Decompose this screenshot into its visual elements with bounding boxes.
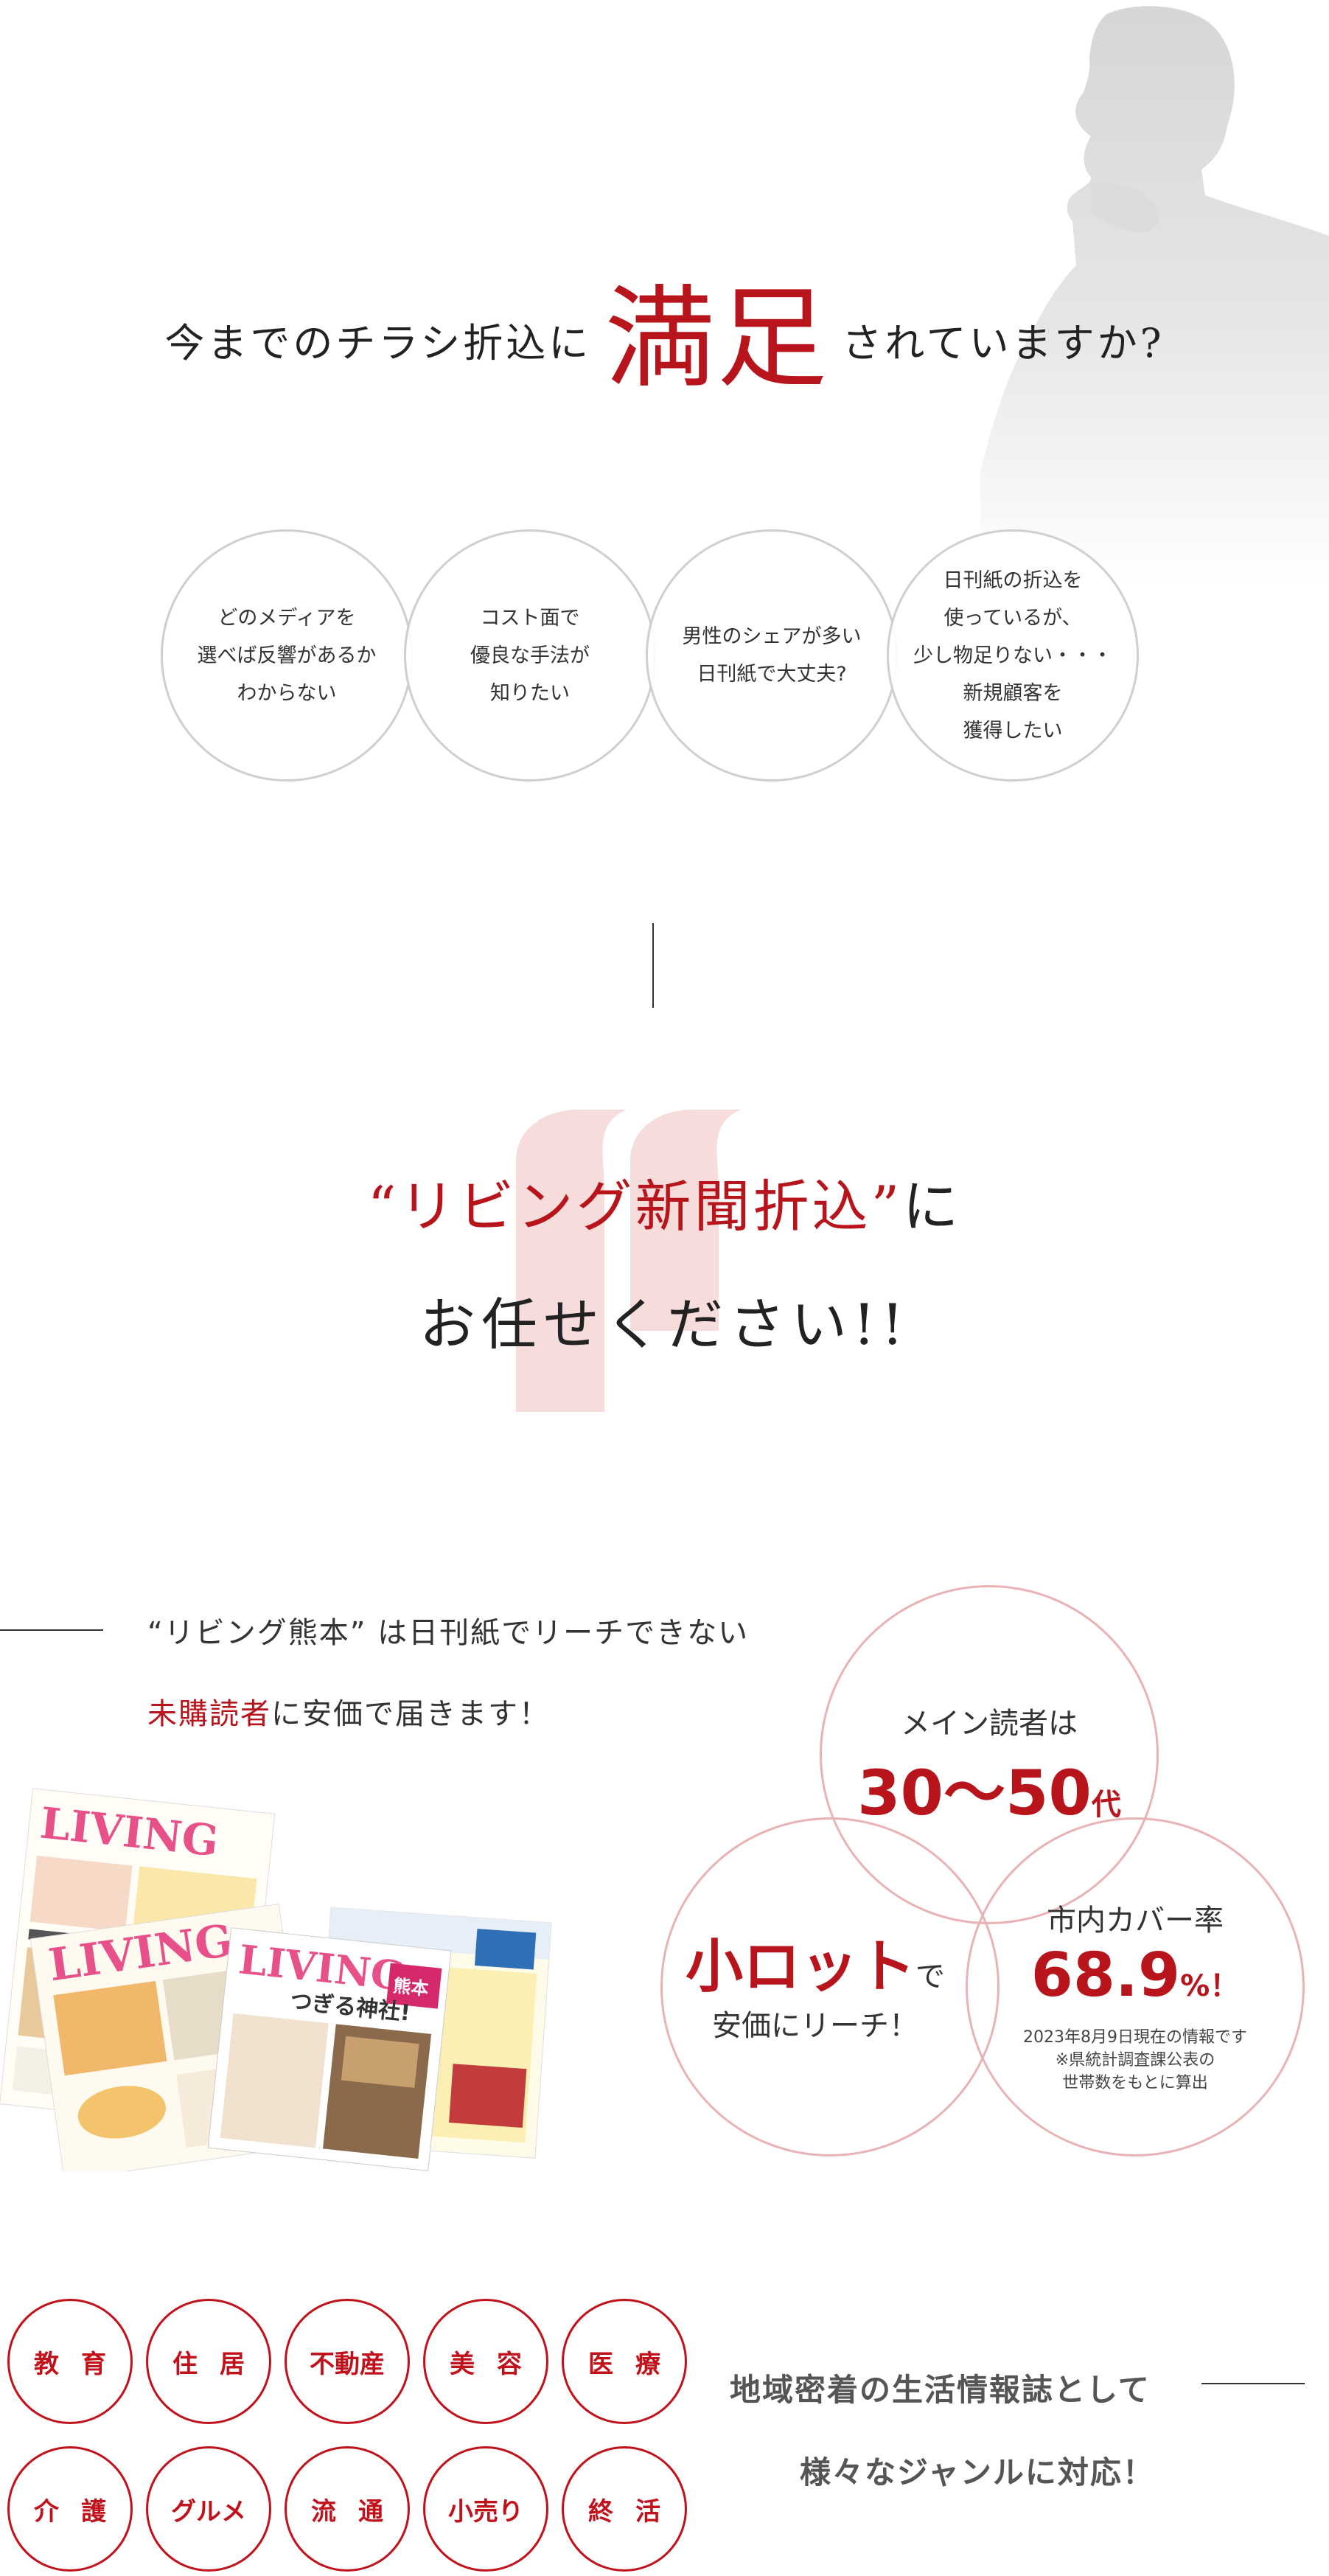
genre-char: 介 <box>34 2496 59 2527</box>
genre-medical: 医療 <box>562 2299 687 2424</box>
genre-char: 育 <box>81 2349 106 2379</box>
leave-line-2: お任せください!! <box>419 1292 910 1357</box>
venn-circle-coverage <box>966 1817 1305 2156</box>
worry-circle-male-share: 男性のシェアが多い 日刊紙で大丈夫? <box>646 529 898 781</box>
genre-education: 教育 <box>7 2299 133 2424</box>
main-reader-unit: 代 <box>1091 1788 1121 1822</box>
quote-mark-decoration <box>516 1110 741 1412</box>
main-reader-value-wrap: 30〜50代 <box>820 1744 1159 1833</box>
question-emphasis: 満足 <box>604 275 829 403</box>
small-lot-suffix: で <box>915 1960 945 1994</box>
magazine-edition: 熊本 <box>392 1975 430 1999</box>
coverage-label-wrap: 市内カバー率 <box>980 1896 1290 1939</box>
genre-char: 医 <box>588 2349 613 2379</box>
genre-beauty: 美容 <box>423 2299 548 2424</box>
question-suffix: されていますか? <box>842 319 1165 366</box>
area-line-1: 地域密着の生活情報誌として <box>730 2372 1151 2408</box>
genre-char: 容 <box>497 2349 522 2379</box>
thinking-man-silhouette <box>980 6 1329 582</box>
right-rule <box>1201 2383 1305 2384</box>
vertical-divider <box>652 923 654 1008</box>
genre-char: グルメ <box>171 2496 246 2527</box>
genre-char: 住 <box>172 2349 198 2379</box>
genre-char: 居 <box>220 2349 245 2379</box>
genre-char: 流 <box>311 2496 336 2527</box>
main-reader-value: 30〜50 <box>857 1757 1092 1829</box>
worry-circle-new-customers: 日刊紙の折込を 使っているが、 少し物足りない・・・ 新規顧客を 獲得したい <box>887 529 1139 781</box>
genre-char: 教 <box>34 2349 59 2379</box>
small-lot-wrap: 小ロットで <box>660 1921 970 2003</box>
coverage-label: 市内カバー率 <box>1047 1904 1224 1938</box>
genre-char: 小売り <box>448 2496 523 2527</box>
genre-char: 活 <box>635 2496 660 2527</box>
genre-char: 終 <box>588 2496 613 2527</box>
worry-text: 男性のシェアが多い 日刊紙で大丈夫? <box>682 625 862 686</box>
worry-circle-cost: コスト面で 優良な手法が 知りたい <box>404 529 656 781</box>
magazine-collage-image: LIVING LIVING LIVING 熊本 つぎる神社! <box>0 1788 552 2171</box>
main-reader-label: メイン読者は <box>901 1707 1078 1741</box>
reach-line-1: “リビング熊本” は日刊紙でリーチできない <box>147 1616 750 1650</box>
coverage-note-2: ※県統計調査課公表の <box>1055 2051 1215 2069</box>
worry-text: 日刊紙の折込を 使っているが、 少し物足りない・・・ 新規顧客を 獲得したい <box>913 568 1112 742</box>
genre-gourmet: グルメ <box>146 2446 271 2572</box>
question-prefix: 今までのチラシ折込に <box>164 319 592 366</box>
coverage-value-wrap: 68.9%！ <box>980 1940 1290 2011</box>
genre-char: 護 <box>81 2496 106 2527</box>
genre-housing: 住居 <box>146 2299 271 2424</box>
coverage-unit: %！ <box>1180 1969 1240 2003</box>
reach-line-2-rest: に安価で届きます！ <box>271 1697 550 1731</box>
living-insert-highlight: “リビング新聞折込” <box>367 1174 903 1239</box>
genre-char: 療 <box>635 2349 660 2379</box>
coverage-value: 68.9 <box>1030 1940 1181 2011</box>
small-lot-line2: 安価にリーチ！ <box>712 2009 918 2043</box>
non-subscriber-highlight: 未購読者 <box>147 1697 271 1731</box>
small-lot-line2-wrap: 安価にリーチ！ <box>660 2002 970 2044</box>
genre-distribution: 流通 <box>285 2446 410 2572</box>
area-line-2: 様々なジャンルに対応！ <box>800 2454 1155 2490</box>
small-lot-big: 小ロット <box>685 1934 915 2000</box>
reach-line-2: 未購読者に安価で届きます！ <box>147 1690 550 1733</box>
genre-real-estate: 不動産 <box>285 2299 410 2424</box>
genre-care: 介護 <box>7 2446 133 2572</box>
worry-text: コスト面で 優良な手法が 知りたい <box>470 606 590 705</box>
coverage-notes: 2023年8月9日現在の情報です ※県統計調査課公表の 世帯数をもとに算出 <box>980 2026 1290 2095</box>
worry-text: どのメディアを 選べば反響があるか わからない <box>197 606 377 705</box>
leave-particle: に <box>902 1174 962 1239</box>
genre-retail: 小売り <box>423 2446 548 2572</box>
genre-char: 美 <box>450 2349 475 2379</box>
leave-line-1: “リビング新聞折込”に <box>0 1161 1329 1242</box>
question-heading: 今までのチラシ折込に 満足 されていますか? <box>0 273 1329 405</box>
main-reader-label-wrap: メイン読者は <box>820 1699 1159 1742</box>
left-rule <box>0 1629 103 1631</box>
coverage-note-1: 2023年8月9日現在の情報です <box>1023 2028 1247 2047</box>
genre-char: 不動産 <box>310 2349 385 2379</box>
genre-char: 通 <box>358 2496 383 2527</box>
worry-circle-media: どのメディアを 選べば反響があるか わからない <box>161 529 413 781</box>
coverage-note-3: 世帯数をもとに算出 <box>1062 2074 1208 2092</box>
genre-end-of-life: 終活 <box>562 2446 687 2572</box>
